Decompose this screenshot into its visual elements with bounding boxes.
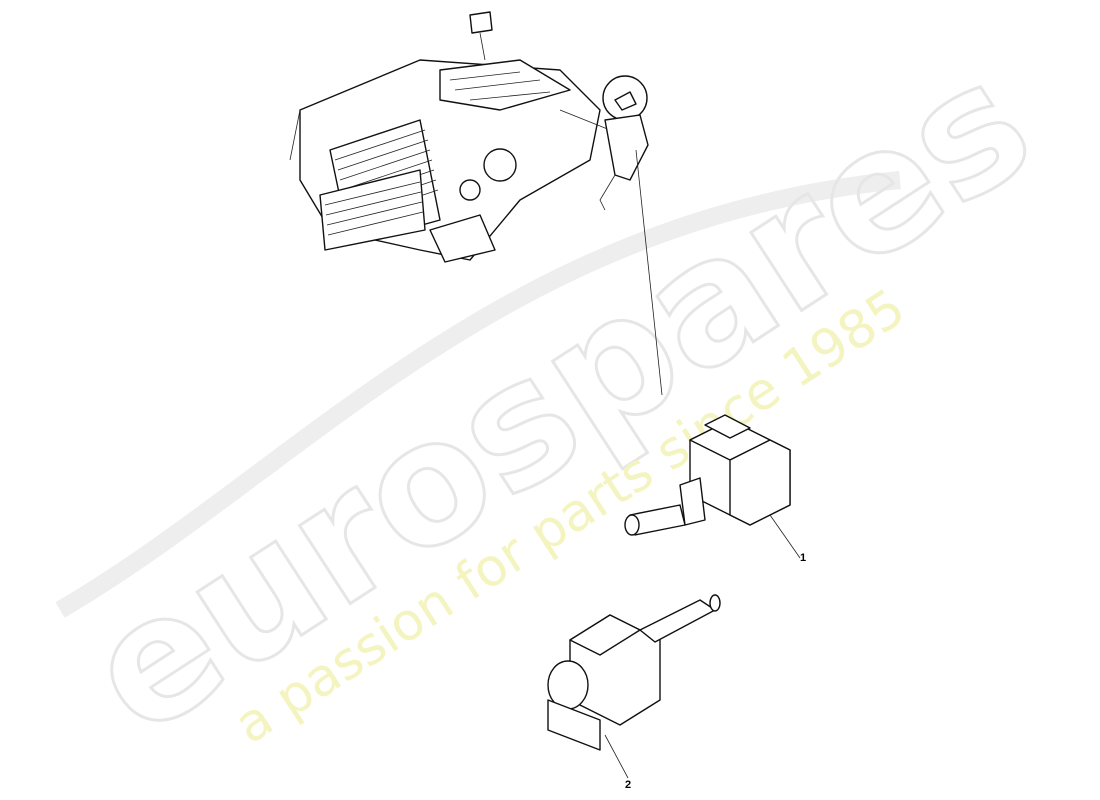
callout-1: 1: [800, 552, 807, 564]
switch-part-1: [624, 414, 801, 559]
engine-assembly: [289, 11, 663, 396]
callout-2: 2: [625, 779, 632, 791]
switch-part-2: [547, 594, 721, 779]
